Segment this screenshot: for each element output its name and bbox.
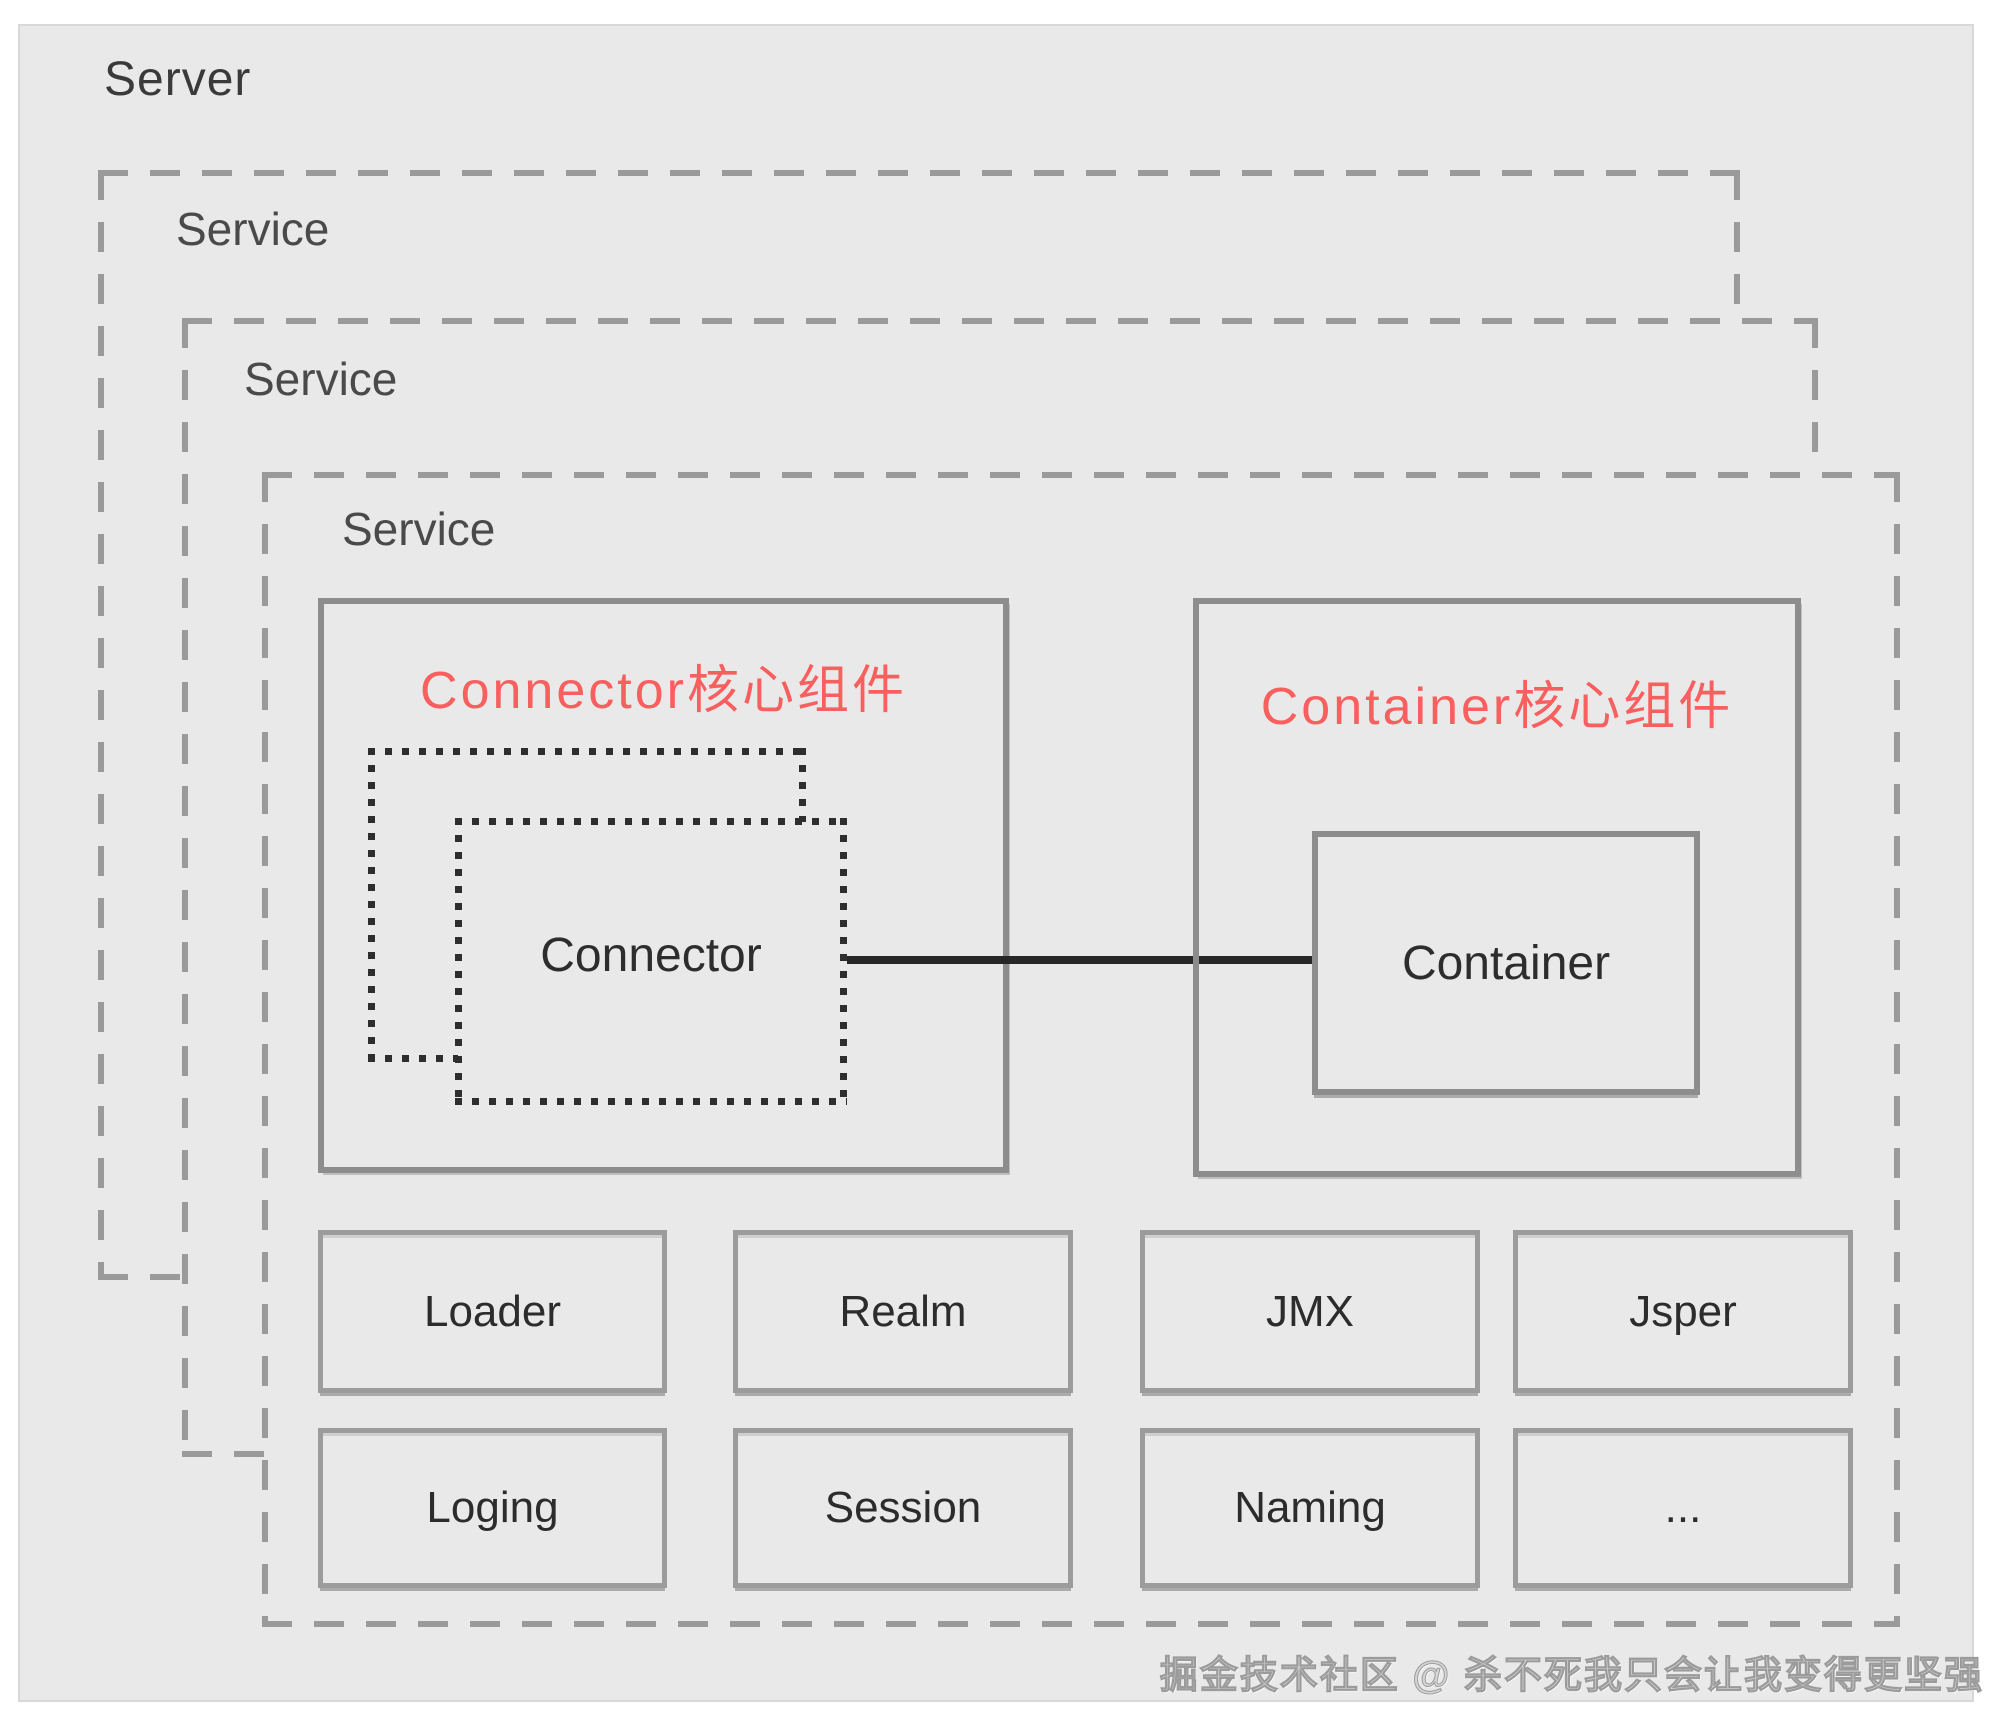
component-box-loging: Loging <box>318 1428 667 1588</box>
connector-box-label: Connector <box>540 929 762 982</box>
service-3-label: Service <box>342 503 496 555</box>
connector-box-border-left <box>455 818 462 1105</box>
watermark: 掘金技术社区 @ 杀不死我只会让我变得更坚强 <box>1159 1655 1984 1698</box>
service-1-label: Service <box>176 203 330 255</box>
service-2-border-left <box>182 318 188 1457</box>
component-box-naming: Naming <box>1140 1428 1480 1588</box>
service-3-border-top <box>262 472 1900 478</box>
component-box-jsper: Jsper <box>1513 1230 1853 1393</box>
component-box-loader: Loader <box>318 1230 667 1393</box>
diagram-panel <box>18 24 1974 1702</box>
connector-container-link-line <box>847 956 1313 964</box>
connector-box-border-bottom <box>455 1098 847 1105</box>
connector-group-title: Connector核心组件 <box>420 662 907 720</box>
server-title: Server <box>104 53 252 106</box>
service-2-label: Service <box>244 353 398 405</box>
connector-box-border-right <box>840 818 847 1105</box>
service-2-border-top <box>182 318 1818 324</box>
connector-box-border-top <box>455 818 847 825</box>
container-group-box <box>1193 598 1801 1177</box>
component-box-jmx: JMX <box>1140 1230 1480 1393</box>
service-2-border-bottom <box>182 1451 266 1457</box>
component-box-more: ... <box>1513 1428 1853 1588</box>
container-group-title: Container核心组件 <box>1260 678 1734 736</box>
service-1-border-left <box>98 170 104 1280</box>
connector-group-box <box>318 598 1009 1173</box>
container-box: Container <box>1312 831 1700 1095</box>
service-1-border-right <box>1734 170 1740 318</box>
service-1-border-top <box>98 170 1740 176</box>
connector-shadow-box-border-bottom <box>368 1055 458 1062</box>
service-3-border-left <box>262 472 268 1627</box>
connector-shadow-box-border-left <box>368 748 375 1062</box>
service-1-border-bottom <box>98 1274 186 1280</box>
service-2-border-right <box>1812 318 1818 472</box>
connector-shadow-box-border-right <box>799 748 806 822</box>
service-3-border-bottom <box>262 1621 1900 1627</box>
component-box-session: Session <box>733 1428 1073 1588</box>
connector-shadow-box-border-top <box>368 748 806 755</box>
service-3-border-right <box>1894 472 1900 1627</box>
component-box-realm: Realm <box>733 1230 1073 1393</box>
